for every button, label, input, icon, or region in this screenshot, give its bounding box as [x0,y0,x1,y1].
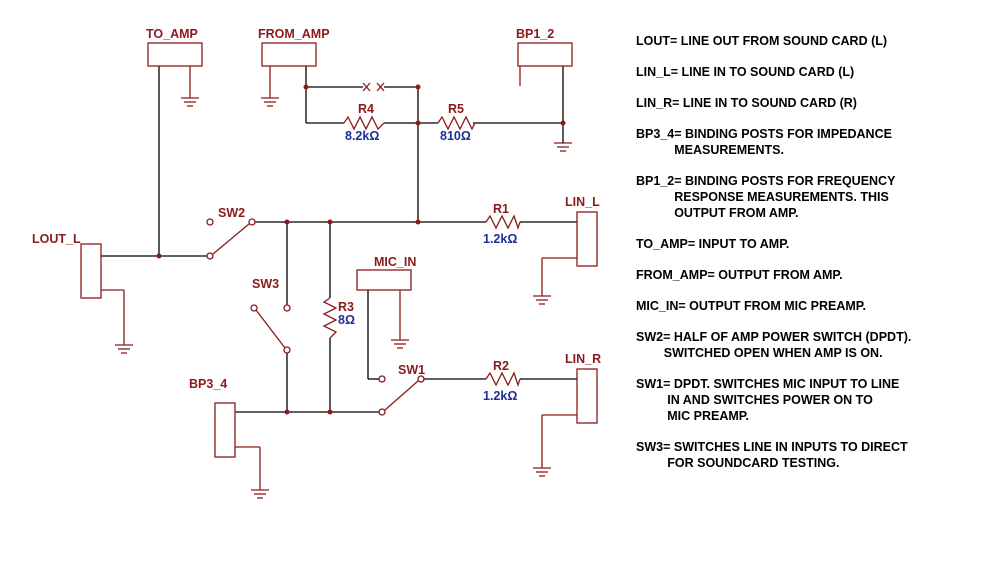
note-lin-l: LIN_L= LINE IN TO SOUND CARD (L) [636,65,855,79]
bp3-4-connector: BP3_4 [189,377,261,490]
note-sw3: SW3= SWITCHES LINE IN INPUTS TO DIRECT F… [636,440,908,470]
junction-dot [327,409,333,415]
r1-value: 1.2kΩ [483,232,517,246]
lout-l-label: LOUT_L [32,232,81,246]
to-amp-label: TO_AMP [146,27,198,41]
lin-r-connector: LIN_R [541,352,601,468]
junction-dots [156,84,566,415]
sw2-label: SW2 [218,206,245,220]
r4-value: 8.2kΩ [345,129,379,143]
bp1-2-connector: BP1_2 [516,27,573,86]
junction-dot [415,219,421,225]
bp3-4-label: BP3_4 [189,377,227,391]
note-lin-r: LIN_R= LINE IN TO SOUND CARD (R) [636,96,857,110]
junction-dot [284,219,290,225]
sw3-label: SW3 [252,277,279,291]
from-amp-connector: FROM_AMP [258,27,330,98]
note-bp1-2: BP1_2= BINDING POSTS FOR FREQUENCY RESPO… [636,174,896,220]
note-sw1: SW1= DPDT. SWITCHES MIC INPUT TO LINE IN… [636,377,900,423]
r4-name: R4 [358,102,374,116]
lout-l-connector: LOUT_L [32,232,125,345]
cut-jumper [362,82,385,92]
switch-sw2: SW2 [206,206,256,260]
ground-icon [181,97,199,107]
r2-value: 1.2kΩ [483,389,517,403]
note-lout: LOUT= LINE OUT FROM SOUND CARD (L) [636,34,888,48]
r5-value: 810Ω [440,129,471,143]
resistor-r4: R4 8.2kΩ [343,102,385,143]
ground-icon [251,489,269,499]
junction-dot [284,409,290,415]
bp1-2-label: BP1_2 [516,27,554,41]
cut-mark-icon [376,82,385,92]
junction-dot [303,84,309,90]
ground-icon [533,467,551,477]
lin-r-label: LIN_R [565,352,601,366]
r1-name: R1 [493,202,509,216]
ground-icon [533,295,551,305]
junction-dot [156,253,162,259]
from-amp-label: FROM_AMP [258,27,330,41]
r3-name: R3 [338,300,354,314]
junction-dot [327,219,333,225]
resistor-r3: R3 8Ω [322,297,355,339]
mic-in-connector: MIC_IN [356,255,416,340]
r3-value: 8Ω [338,313,355,327]
switch-sw1: SW1 [378,363,425,416]
resistor-r2: R2 1.2kΩ [483,359,521,403]
ground-icon [391,339,409,349]
lin-l-connector: LIN_L [541,195,600,296]
note-mic-in: MIC_IN= OUTPUT FROM MIC PREAMP. [636,299,866,313]
r5-name: R5 [448,102,464,116]
schematic-diagram: TO_AMP FROM_AMP BP1_2 LOUT_L LIN_L LIN_R… [32,27,601,499]
note-to-amp: TO_AMP= INPUT TO AMP. [636,237,790,251]
ground-symbols [115,97,572,499]
resistor-r1: R1 1.2kΩ [483,202,521,246]
junction-dot [415,84,421,90]
mic-in-label: MIC_IN [374,255,416,269]
to-amp-connector: TO_AMP [146,27,203,98]
note-from-amp: FROM_AMP= OUTPUT FROM AMP. [636,268,843,282]
legend-notes: LOUT= LINE OUT FROM SOUND CARD (L) LIN_L… [636,33,986,471]
wires [101,66,577,413]
sw1-label: SW1 [398,363,425,377]
switch-sw3: SW3 [250,277,291,354]
note-bp3-4: BP3_4= BINDING POSTS FOR IMPEDANCE MEASU… [636,127,892,157]
junction-dot [415,120,421,126]
cut-mark-icon [362,82,371,92]
junction-dot [560,120,566,126]
ground-icon [554,123,572,152]
note-sw2: SW2= HALF OF AMP POWER SWITCH (DPDT). SW… [636,330,912,360]
ground-icon [115,344,133,354]
ground-icon [261,97,279,107]
lin-l-label: LIN_L [565,195,600,209]
resistor-r5: R5 810Ω [437,102,476,143]
r2-name: R2 [493,359,509,373]
